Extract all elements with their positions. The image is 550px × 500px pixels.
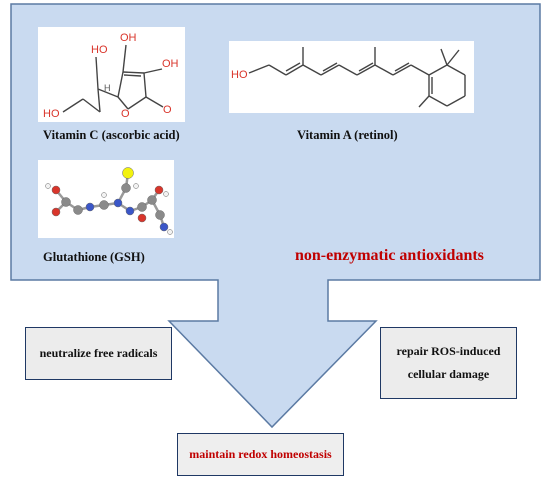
vitamin-a-label: Vitamin A (retinol) (297, 128, 398, 142)
atom-label: OH (120, 32, 137, 44)
outcome-box: maintain redox homeostasis (177, 433, 344, 476)
atom-label: OH (162, 58, 179, 70)
repair-box: repair ROS-induced cellular damage (380, 327, 517, 399)
repair-text-line2: cellular damage (407, 367, 490, 381)
outcome-text: maintain redox homeostasis (189, 447, 332, 462)
category-label: non-enzymatic antioxidants (295, 247, 484, 264)
glutathione-ball-stick (45, 167, 173, 235)
vitamin-a-structure: HO (229, 41, 474, 113)
atom-label: O (121, 108, 130, 120)
glutathione-model (38, 160, 174, 238)
atom-label: O (163, 104, 172, 116)
neutralize-text: neutralize free radicals (39, 346, 158, 361)
glutathione-label: Glutathione (GSH) (43, 250, 145, 264)
vitamin-c-structure: HO OH OH HO O O H (38, 27, 185, 122)
vitamin-a-skeleton: HO (231, 47, 466, 108)
atom-label: HO (91, 44, 108, 56)
vitamin-c-label: Vitamin C (ascorbic acid) (43, 128, 180, 142)
vitamin-c-skeleton: HO OH OH HO O O H (43, 32, 179, 120)
atom-label: H (104, 83, 111, 93)
repair-text-line1: repair ROS-induced (396, 344, 501, 359)
neutralize-box: neutralize free radicals (25, 327, 172, 380)
atom-label: HO (231, 69, 248, 81)
atom-label: HO (43, 108, 60, 120)
